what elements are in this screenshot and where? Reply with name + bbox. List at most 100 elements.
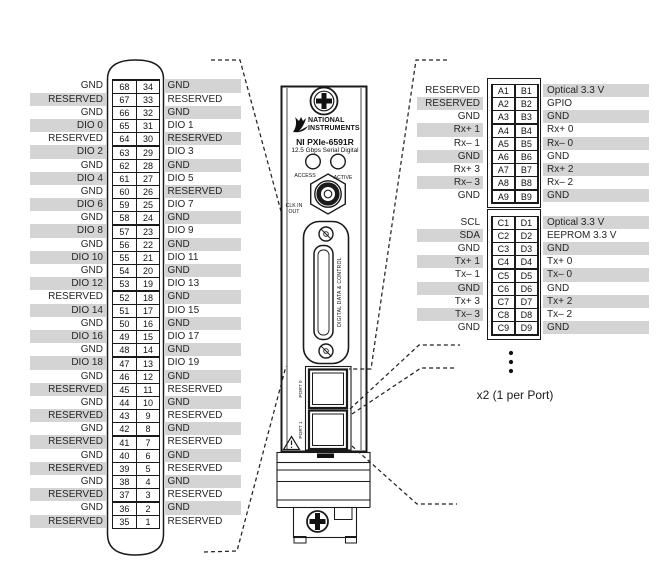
pin-number: 7 <box>136 436 160 449</box>
pin-number: 38 <box>113 476 136 489</box>
clk-coax-connector <box>310 173 346 215</box>
pin-number: 48 <box>113 344 136 357</box>
pin-label: DIO 4 <box>30 171 106 185</box>
pin-number: 34 <box>136 80 160 93</box>
pin-label: GND <box>457 322 480 334</box>
pin-label: Tx+ 0 <box>547 256 573 268</box>
ab-pin-number-grid: A1 B1 A2 B2 A3 B3 A4 B4 A5 B5 A6 B6 A7 B… <box>491 83 539 204</box>
pin-label: SDA <box>417 228 483 242</box>
pin-number: D6 <box>515 282 538 295</box>
pin-number: 5 <box>136 463 160 476</box>
pin-number: 24 <box>136 212 160 225</box>
pin-label: GND <box>80 106 103 118</box>
pin-label: RESERVED <box>30 92 106 106</box>
port1-socket <box>307 409 349 451</box>
pin-label: GND <box>547 282 570 294</box>
pin-number: 21 <box>136 252 160 265</box>
pin-number: 44 <box>113 397 136 410</box>
active-led <box>330 153 347 170</box>
clk-line1: CLK IN <box>285 202 303 209</box>
pin-label: GND <box>457 190 480 202</box>
module-subtitle-label: 12.5 Gbps Serial Digital <box>291 146 359 154</box>
cd-pin-number-grid: C1 D1 C2 D2 C3 D3 C4 D4 C5 D5 C6 D6 C7 D… <box>491 215 539 336</box>
pin-number: 9 <box>136 410 160 423</box>
pin-number: 40 <box>113 449 136 462</box>
pin-label: RESERVED <box>48 291 103 303</box>
pin-label: GND <box>457 242 480 254</box>
pin-label: GND <box>163 290 241 304</box>
pin-number: A7 <box>492 164 515 177</box>
leader-lines <box>203 59 460 553</box>
pin-number: 1 <box>136 515 160 528</box>
pin-label: GND <box>80 370 103 382</box>
module-front-panel <box>280 85 368 453</box>
port1-label: PORT 1 <box>298 420 304 439</box>
pin-label: DIO 17 <box>167 330 200 342</box>
pin-number: 62 <box>113 159 136 172</box>
pin-label: Tx– 3 <box>417 307 483 322</box>
pin-number: D8 <box>515 309 538 322</box>
pin-label: Rx+ 1 <box>417 123 483 137</box>
pin-label: GND <box>163 369 241 383</box>
pin-label: Rx– 1 <box>453 137 480 149</box>
pin-number: 2 <box>136 502 160 515</box>
cd-table-border <box>487 209 541 340</box>
pin-label: DIO 9 <box>167 225 194 237</box>
pin-label: Optical 3.3 V <box>543 83 649 97</box>
warning-triangle-icon <box>282 435 301 451</box>
pin-number: 18 <box>136 291 160 304</box>
pin-number: 14 <box>136 344 160 357</box>
pin-number: 54 <box>113 265 136 278</box>
pin-number: 50 <box>113 317 136 330</box>
pin-label: RESERVED <box>167 93 223 105</box>
dio-pin-number-grid: 68 34 67 33 66 32 65 31 64 30 63 29 62 2… <box>112 79 161 529</box>
pin-number: C4 <box>492 256 515 269</box>
pin-label: GND <box>163 422 241 436</box>
pin-label: Tx+ 1 <box>417 255 483 269</box>
pin-label: Rx– 0 <box>543 136 649 150</box>
pin-label: GND <box>457 111 480 123</box>
pin-label: GND <box>163 237 241 251</box>
pin-number: 39 <box>113 463 136 476</box>
pin-label: DIO 15 <box>167 304 200 316</box>
pin-label: GND <box>80 344 103 356</box>
ni-eagle-logo-icon <box>293 117 308 133</box>
pin-label: Rx– 2 <box>547 177 574 189</box>
pin-label: RESERVED <box>167 462 223 474</box>
pin-number: 29 <box>136 146 160 159</box>
pin-number: 25 <box>136 199 160 212</box>
pin-label: RESERVED <box>30 514 106 528</box>
pin-number: 35 <box>113 515 136 528</box>
pin-number: D1 <box>515 216 538 229</box>
pin-number: 52 <box>113 291 136 304</box>
pin-number: 51 <box>113 304 136 317</box>
pin-number: 65 <box>113 120 136 133</box>
access-led <box>305 153 322 170</box>
pin-label: DIO 11 <box>167 251 199 263</box>
pin-label: GND <box>80 159 103 171</box>
pin-number: 55 <box>113 252 136 265</box>
pin-number: D5 <box>515 269 538 282</box>
pin-number: 56 <box>113 238 136 251</box>
access-led-label: ACCESS <box>294 172 316 179</box>
pin-number: A6 <box>492 151 515 163</box>
per-port-note: x2 (1 per Port) <box>476 388 554 402</box>
pin-number: D2 <box>515 230 538 242</box>
pin-number: 59 <box>113 199 136 212</box>
pin-number: 8 <box>136 423 160 436</box>
pin-label: GND <box>163 158 241 172</box>
pin-number: 10 <box>136 397 160 410</box>
clk-line2: OUT <box>288 208 300 215</box>
pin-label: Rx– 3 <box>417 176 483 190</box>
brand-line1: NATIONAL <box>308 117 345 124</box>
pin-label: DIO 1 <box>167 119 194 131</box>
pin-number: 68 <box>113 80 136 93</box>
pin-label: GND <box>163 105 241 119</box>
dio-connector-outline <box>106 59 165 556</box>
pin-number: C3 <box>492 243 515 256</box>
